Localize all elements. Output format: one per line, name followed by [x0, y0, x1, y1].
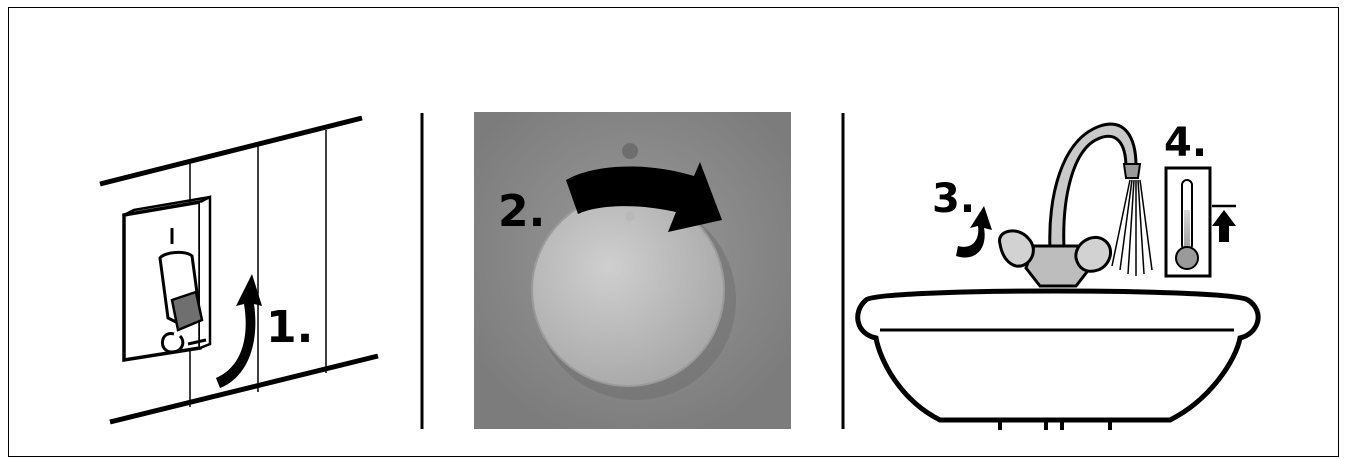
sink-panel: 3. 4.: [858, 120, 1258, 430]
thermometer-icon: [1166, 168, 1210, 276]
wall-top-line: [100, 118, 362, 184]
step-3-label: 3.: [932, 176, 975, 222]
breaker-switch-icon[interactable]: [124, 197, 210, 360]
step-2-label: 2.: [498, 186, 545, 237]
temperature-up-arrow-icon: [1212, 206, 1236, 242]
sink-basin-icon: [858, 291, 1258, 420]
dial-panel: 2.: [474, 112, 791, 429]
indicator-dot-icon: [622, 143, 638, 159]
faucet-icon[interactable]: [1000, 124, 1140, 286]
water-spray-icon: [1112, 180, 1152, 276]
rotate-up-arrow-icon: [216, 274, 262, 388]
step-4-label: 4.: [1164, 120, 1207, 166]
breaker-panel: 1.: [100, 118, 378, 422]
step-1-label: 1.: [266, 302, 313, 353]
